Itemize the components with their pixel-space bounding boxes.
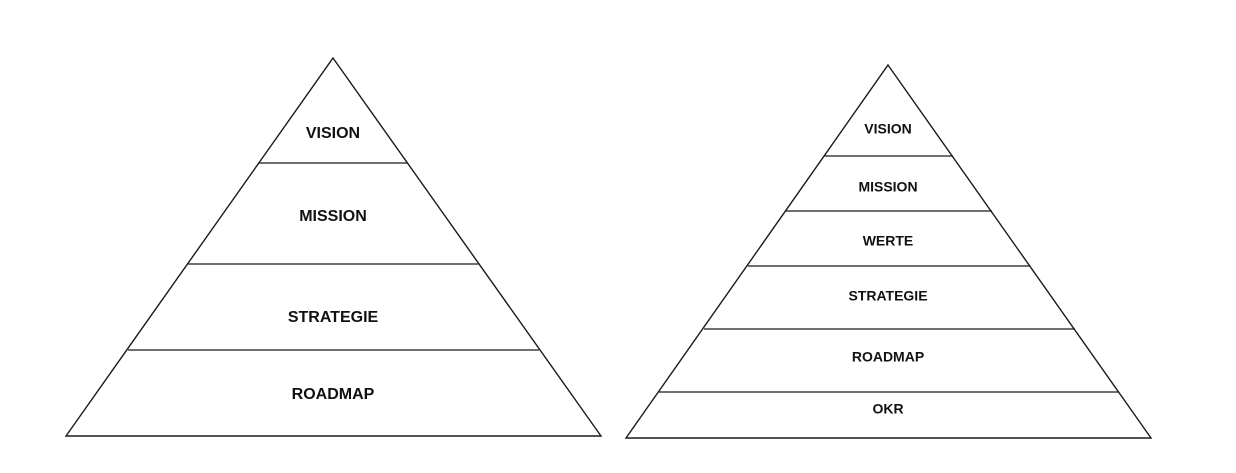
pyramid-left-level-vision: VISION [306, 125, 360, 142]
pyramid-right-level-werte: WERTE [863, 233, 914, 249]
pyramid-left: VISION MISSION STRATEGIE ROADMAP [64, 56, 603, 437]
pyramid-right-level-strategie: STRATEGIE [848, 288, 927, 304]
pyramid-right-level-okr: OKR [872, 401, 903, 417]
pyramid-right-outline [624, 63, 1153, 439]
pyramid-right-level-roadmap: ROADMAP [852, 349, 924, 365]
pyramid-left-level-roadmap: ROADMAP [292, 386, 375, 403]
pyramid-left-outline [64, 56, 603, 437]
pyramid-right-level-mission: MISSION [858, 179, 917, 195]
pyramid-left-level-strategie: STRATEGIE [288, 309, 379, 326]
pyramid-right: VISION MISSION WERTE STRATEGIE ROADMAP O… [624, 63, 1153, 439]
pyramid-left-level-mission: MISSION [299, 208, 367, 225]
pyramid-right-level-vision: VISION [864, 121, 911, 137]
